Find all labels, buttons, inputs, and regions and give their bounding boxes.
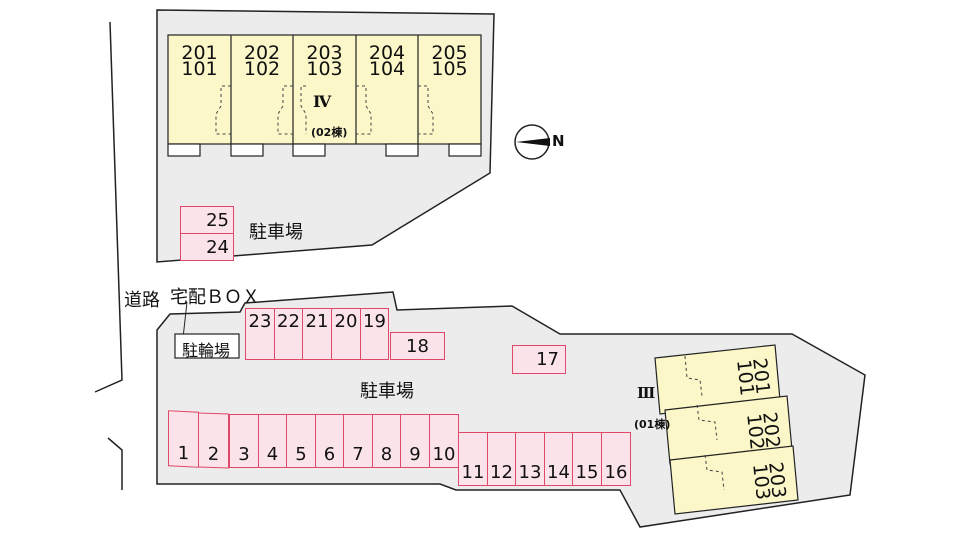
building-iv-code: (02棟) [311, 126, 348, 139]
parking-space: 24 [180, 233, 234, 261]
delivery-box-leader [182, 301, 188, 339]
parking-space: 20 [331, 308, 361, 360]
parking-space: 23 [245, 308, 275, 360]
parking-space: 25 [180, 206, 234, 234]
north-arrow-icon [514, 124, 550, 160]
parking-label-north: 駐車場 [249, 222, 303, 243]
road-label: 道路 [124, 290, 160, 311]
parking-space: 19 [360, 308, 389, 360]
parking-space: 8 [372, 414, 401, 468]
parking-space: 10 [429, 414, 459, 468]
parking-space: 5 [286, 414, 316, 468]
parking-space: 17 [512, 345, 566, 374]
parking-space: 12 [487, 432, 516, 486]
parking-space: 7 [343, 414, 373, 468]
parking-space: 2 [198, 412, 229, 469]
road-edge-line [94, 21, 123, 393]
parking-space: 13 [515, 432, 545, 486]
parking-space: 14 [544, 432, 573, 486]
parking-space: 15 [572, 432, 602, 486]
building-iii-roman: Ⅲ [637, 384, 656, 402]
parking-space: 6 [315, 414, 344, 468]
parking-label-south: 駐車場 [360, 381, 414, 402]
delivery-box-label: 宅配ＢＯＸ [170, 287, 260, 308]
parking-space: 16 [601, 432, 631, 486]
parking-space: 9 [400, 414, 430, 468]
parking-space: 4 [258, 414, 287, 468]
parking-space: 18 [390, 332, 445, 360]
building-iii-code: (01棟) [634, 418, 671, 431]
road-edge-line [107, 437, 123, 490]
bicycle-parking-label: 駐輪場 [182, 341, 231, 360]
parking-space: 3 [229, 414, 259, 468]
building-iv-roman: Ⅳ [313, 92, 332, 111]
building-iv-outline [167, 34, 482, 145]
north-marker-label: N [552, 132, 565, 150]
bicycle-parking-box [174, 333, 240, 359]
parking-space: 1 [168, 410, 199, 468]
parking-space: 11 [458, 432, 488, 486]
parking-space: 22 [274, 308, 303, 360]
parking-space: 21 [302, 308, 332, 360]
building-iii-outline [654, 344, 799, 515]
